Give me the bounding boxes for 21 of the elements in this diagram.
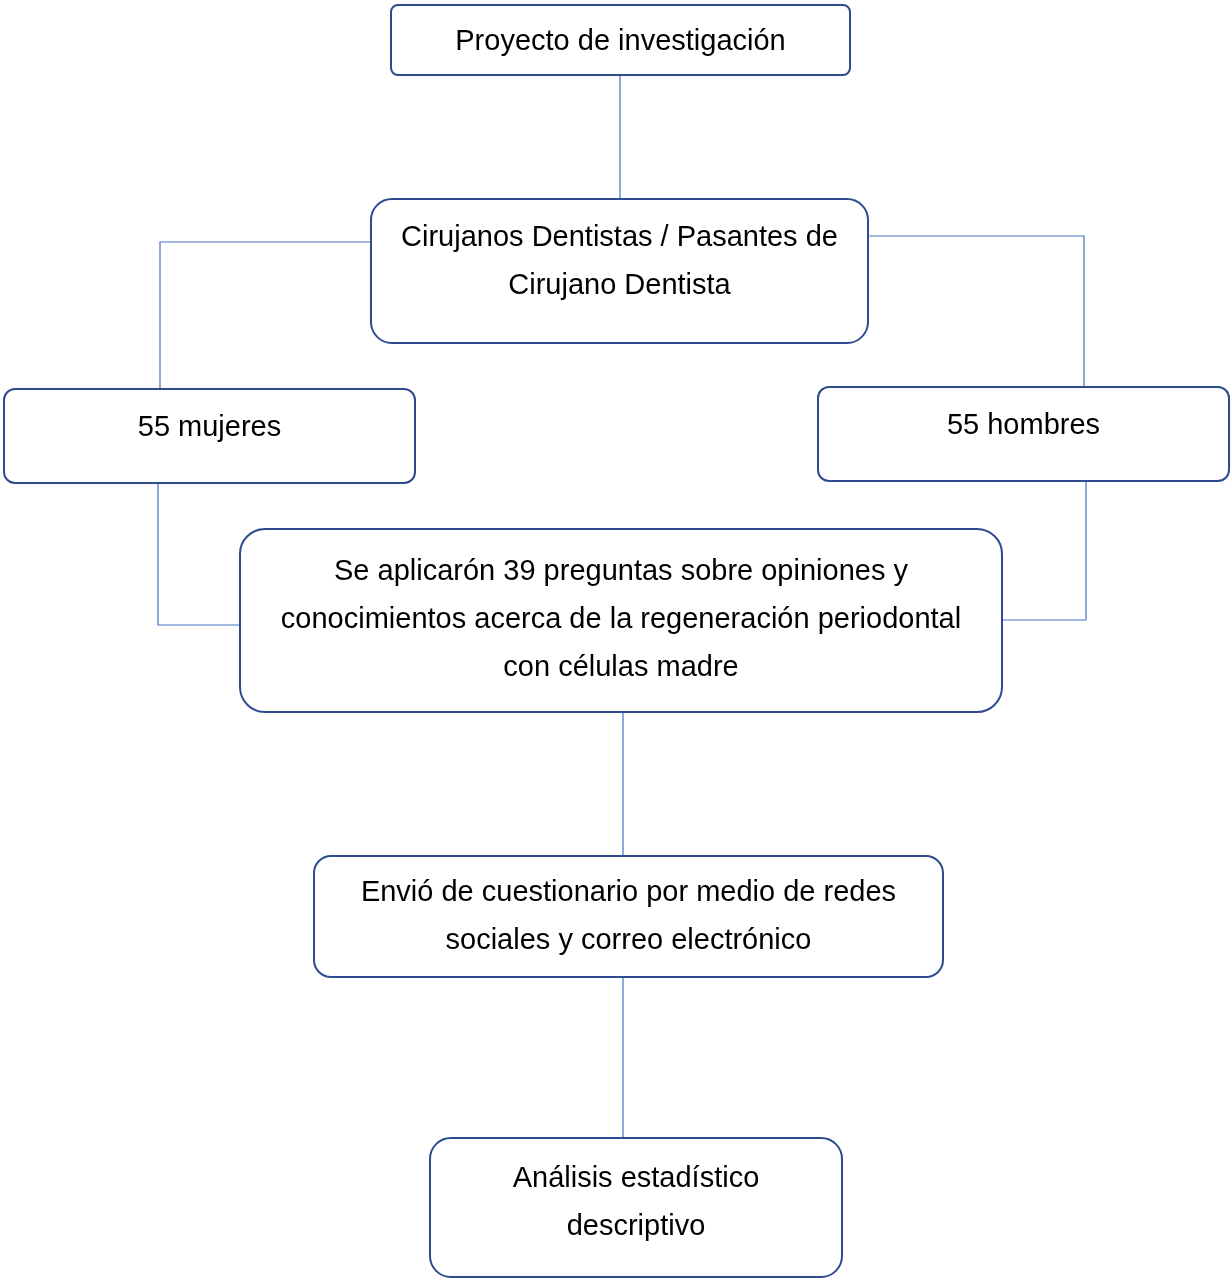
connector-line — [868, 235, 1085, 387]
connector-line — [159, 241, 371, 389]
process-box — [313, 855, 944, 978]
connector-line — [622, 977, 624, 1138]
process-box — [817, 386, 1230, 482]
connector-line — [1002, 481, 1087, 621]
connector-line — [622, 712, 624, 856]
process-box — [429, 1137, 843, 1278]
process-box — [370, 198, 869, 344]
box-text: 55 mujeres — [137, 409, 282, 444]
box-text: 55 hombres — [946, 407, 1101, 442]
box-text: Envió de cuestionario por medio de redes sociales y correo electrónico — [359, 874, 898, 957]
process-box — [3, 388, 416, 484]
process-box — [390, 4, 851, 76]
box-text: Proyecto de investigación — [455, 23, 786, 58]
box-text: Cirujanos Dentistas / Pasantes de Cirujano Dentista — [400, 219, 839, 302]
box-text: Se aplicarón 39 preguntas sobre opiniones y conocimientos acerca de la regeneración periodontal con células madre — [279, 553, 963, 684]
connector-line — [619, 75, 621, 199]
box-text: Análisis estadístico descriptivo — [511, 1160, 761, 1243]
process-box — [239, 528, 1003, 713]
connector-line — [157, 483, 240, 626]
